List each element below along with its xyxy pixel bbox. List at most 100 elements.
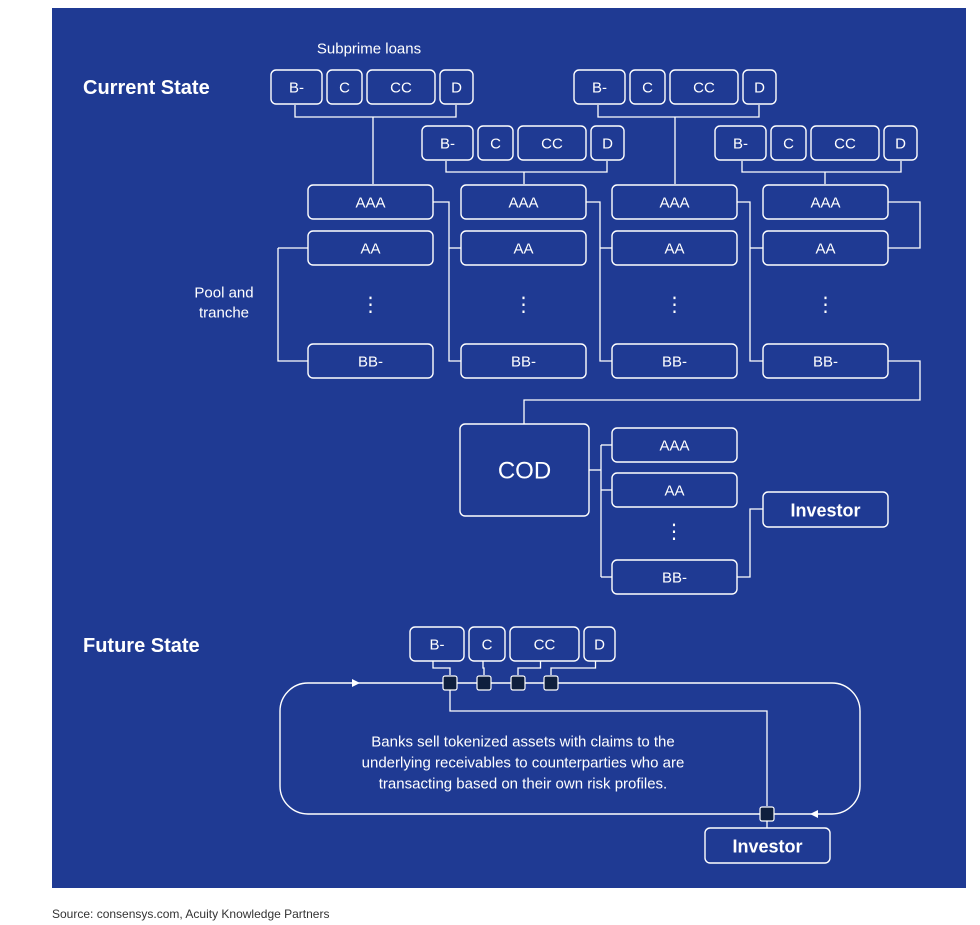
future-investor-box [704, 827, 831, 864]
loan-group-3-b-minus-label: B- [592, 80, 607, 97]
cod-tranche-aa-label: AA [664, 483, 684, 500]
pool-link [277, 248, 308, 362]
current-investor-label: Investor [790, 501, 860, 521]
future-loan-d-box [583, 626, 616, 662]
future-loan-c-box [468, 626, 506, 662]
pool-1-aa-label: AA [360, 241, 380, 258]
loan-group-3-c-label: C [642, 80, 653, 97]
loan-group-1-c-label: C [339, 80, 350, 97]
pool-3-aaa-label: AAA [659, 195, 689, 212]
pool-4-bb-minus-label: BB- [813, 354, 838, 371]
pool-3-aa-label: AA [664, 241, 684, 258]
pool-link [433, 201, 461, 362]
future-investor-label: Investor [732, 837, 802, 857]
future-loan-b-minus-box [409, 626, 465, 662]
pool-1-bb-minus-label: BB- [358, 354, 383, 371]
loan-group-1-b-minus-label: B- [289, 80, 304, 97]
pool-2-aaa-box [460, 184, 587, 220]
pool-3-bb-minus-box [611, 343, 738, 379]
pool-4-aaa-box [762, 184, 889, 220]
loan-group-2-cc-label: CC [541, 136, 563, 153]
future-loan-cc-box [509, 626, 580, 662]
loan-group-1-cc-label: CC [390, 80, 412, 97]
future-description-line-1: Banks sell tokenized assets with claims … [371, 734, 674, 751]
future-loan-b-minus-label: B- [430, 637, 445, 654]
cod-box [459, 423, 590, 517]
loan-group-4-cc-label: CC [834, 136, 856, 153]
pool-1-bb-minus-box [307, 343, 434, 379]
cod-tranche-aaa-box [611, 427, 738, 463]
loop-arrow-left-icon [810, 810, 818, 818]
pool-label-line1: Pool and [194, 285, 253, 302]
loan-group-2-d-box [590, 125, 625, 161]
pool-1-ellipsis: ⋮ [361, 294, 381, 316]
pool-2-aa-box [460, 230, 587, 266]
pool-2-aaa-label: AAA [508, 195, 538, 212]
loan-group-2-cc-box [517, 125, 587, 161]
loan-group-1-cc-box [366, 69, 436, 105]
source-note: Source: consensys.com, Acuity Knowledge … [52, 907, 330, 921]
pool-4-ellipsis: ⋮ [816, 294, 836, 316]
token-square-icon [476, 675, 492, 691]
loan-group-2-c-label: C [490, 136, 501, 153]
future-loan-c-label: C [482, 637, 493, 654]
loan-to-token-line [432, 661, 451, 675]
market-loop [279, 682, 861, 815]
cod-tranche-aaa-label: AAA [659, 438, 689, 455]
future-description-line-2: underlying receivables to counterparties… [362, 755, 685, 772]
pool-2-bb-minus-box [460, 343, 587, 379]
token-square-icon [543, 675, 559, 691]
loan-group-3-d-box [742, 69, 777, 105]
pool-2-aa-label: AA [513, 241, 533, 258]
loan-group-1-d-box [439, 69, 474, 105]
pool-link [737, 201, 763, 362]
future-description-line-3: transacting based on their own risk prof… [379, 776, 667, 793]
loan-group-1-b-minus-box [270, 69, 323, 105]
cod-to-investor-line [737, 508, 763, 578]
loan-group-4-b-minus-box [714, 125, 767, 161]
loan-group-4-c-box [770, 125, 807, 161]
cod-tranche-bb-minus-label: BB- [662, 570, 687, 587]
cod-label: COD [498, 458, 551, 485]
pool-4-bb-minus-box [762, 343, 889, 379]
subprime-loans-label: Subprime loans [317, 41, 421, 58]
loan-group-4-cc-box [810, 125, 880, 161]
token-transfer-line [449, 690, 768, 806]
loan-bracket [294, 105, 457, 118]
pool-3-bb-minus-label: BB- [662, 354, 687, 371]
future-loan-cc-label: CC [534, 637, 556, 654]
token-square-icon [442, 675, 458, 691]
pool-to-cod-line [523, 360, 921, 424]
loan-group-4-d-label: D [895, 136, 906, 153]
loan-group-3-c-box [629, 69, 666, 105]
current-state-title: Current State [83, 77, 210, 99]
loan-to-token-line [482, 661, 485, 675]
loan-group-4-b-minus-label: B- [733, 136, 748, 153]
loan-group-3-cc-box [669, 69, 739, 105]
loan-group-2-b-minus-box [421, 125, 474, 161]
pool-1-aaa-label: AAA [355, 195, 385, 212]
loan-to-token-line [517, 661, 542, 675]
pool-4-aa-box [762, 230, 889, 266]
pool-4-aaa-label: AAA [810, 195, 840, 212]
pool-3-aaa-box [611, 184, 738, 220]
pool-4-aa-label: AA [815, 241, 835, 258]
loan-group-4-c-label: C [783, 136, 794, 153]
pool-2-ellipsis: ⋮ [514, 294, 534, 316]
pool-link [586, 201, 612, 362]
future-state-title: Future State [83, 635, 200, 657]
loan-group-2-d-label: D [602, 136, 613, 153]
pool-label-line2: tranche [199, 305, 249, 322]
loan-group-4-d-box [883, 125, 918, 161]
pool-2-bb-minus-label: BB- [511, 354, 536, 371]
pool-3-aa-box [611, 230, 738, 266]
pool-3-ellipsis: ⋮ [665, 294, 685, 316]
loan-group-1-d-label: D [451, 80, 462, 97]
cod-tranche-bb-minus-box [611, 559, 738, 595]
loan-to-token-line [550, 661, 597, 675]
loan-bracket [741, 161, 902, 173]
loan-group-2-b-minus-label: B- [440, 136, 455, 153]
current-investor-box [762, 491, 889, 528]
loan-group-2-c-box [477, 125, 514, 161]
